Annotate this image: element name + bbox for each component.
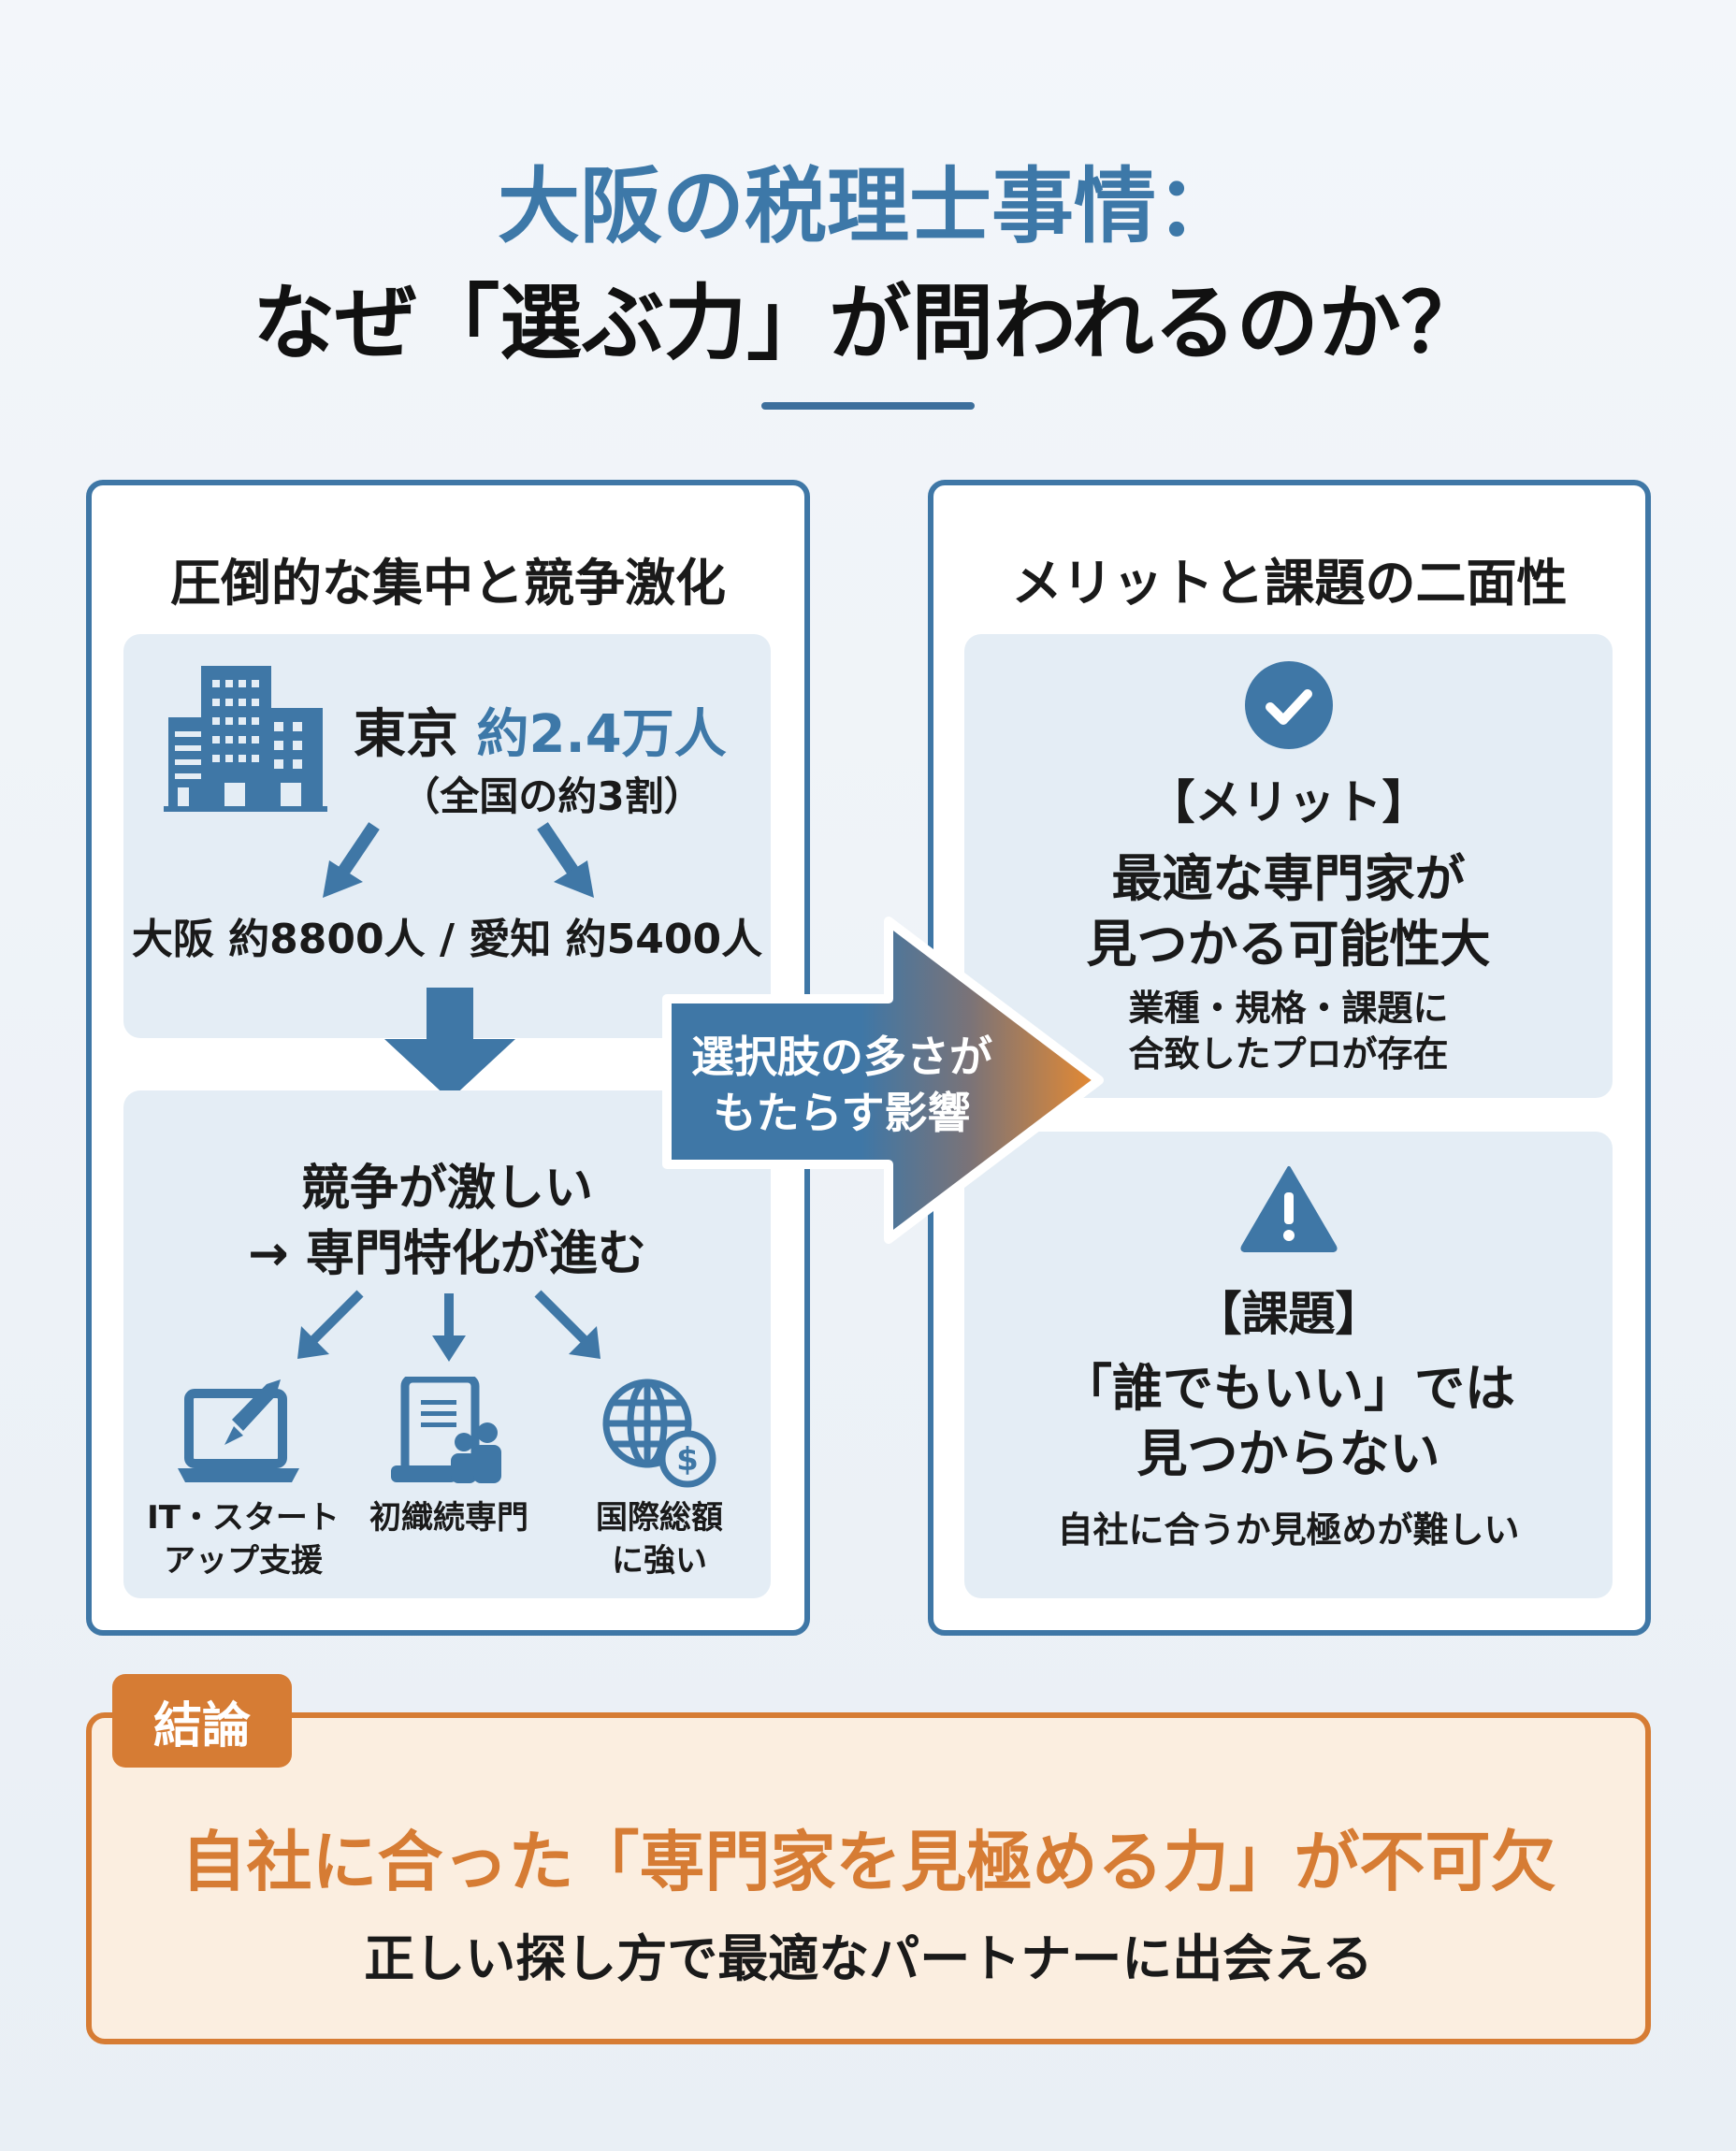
tokyo-label: 東京 (354, 704, 458, 765)
warning-icon (1240, 1166, 1338, 1252)
specialty-it-line1: IT・スタート (147, 1499, 340, 1537)
conclusion-box (86, 1712, 1651, 2044)
specialty-international: 国際総額に強い (561, 1496, 758, 1582)
title-line2: なぜ「選ぶ力」が問われるのか？ (253, 275, 1483, 371)
tokyo-value: 約2.4万人 (476, 704, 727, 765)
split-arrows-icon (323, 822, 594, 898)
tokyo-share: （全国の約3割） (400, 773, 703, 819)
rocket-laptop-icon (178, 1379, 299, 1482)
down-arrow-icon (384, 988, 515, 1100)
document-people-icon (391, 1377, 501, 1483)
specialty-inheritance-line1: 初織続専門 (369, 1499, 528, 1537)
specialty-it: IT・スタートアップ支援 (131, 1496, 355, 1582)
competition-line1: 競争が激しい (300, 1161, 593, 1217)
svg-text:$: $ (676, 1441, 699, 1479)
impact-arrow (662, 917, 1104, 1244)
conclusion-tag: 結論 (112, 1674, 292, 1768)
conclusion-main: 自社に合った「専門家を見極める力」が不可欠 (181, 1824, 1556, 1900)
impact-line2: もたらす影響 (713, 1088, 971, 1138)
right-panel-title: メリットと課題の二面性 (1011, 554, 1568, 613)
globe-dollar-icon: $ (602, 1379, 716, 1488)
issue-line1: 「誰でもいい」では (1062, 1359, 1515, 1418)
buildings-icon (164, 666, 327, 812)
merit-sub2: 合致したプロが存在 (1128, 1033, 1449, 1075)
specialty-it-line2: アップ支援 (164, 1542, 323, 1580)
specialty-international-line2: に強い (612, 1542, 707, 1580)
issue-line2: 見つからない (1136, 1424, 1440, 1483)
title-line1: 大阪の税理士事情： (497, 158, 1238, 254)
title-divider (761, 402, 975, 410)
merit-label: 【メリット】 (1148, 775, 1429, 830)
specialty-inheritance: 初織続専門 (346, 1496, 552, 1539)
left-panel-title: 圧倒的な集中と競争激化 (170, 554, 726, 613)
impact-line1: 選択肢の多さが (691, 1032, 992, 1082)
competition-line2: → 専門特化が進む (248, 1226, 646, 1282)
merit-line1: 最適な専門家が (1111, 849, 1466, 908)
three-arrows-icon (297, 1290, 600, 1362)
regions-stat: 大阪 約8800人 / 愛知 約5400人 (131, 916, 763, 963)
issue-label: 【課題】 (1194, 1287, 1382, 1341)
impact-arrow-label: 選択肢の多さがもたらす影響 (673, 1029, 1010, 1141)
merit-line2: 見つかる可能性大 (1086, 915, 1491, 974)
specialty-international-line1: 国際総額 (596, 1499, 723, 1537)
tokyo-stat: 東京 約2.4万人 (354, 692, 727, 768)
merit-sub1: 業種・規格・課題に (1128, 988, 1449, 1029)
issue-sub: 自社に合うか見極めが難しい (1057, 1509, 1520, 1551)
check-circle-icon (1245, 661, 1333, 749)
conclusion-sub: 正しい探し方で最適なパートナーに出会える (364, 1929, 1373, 1988)
